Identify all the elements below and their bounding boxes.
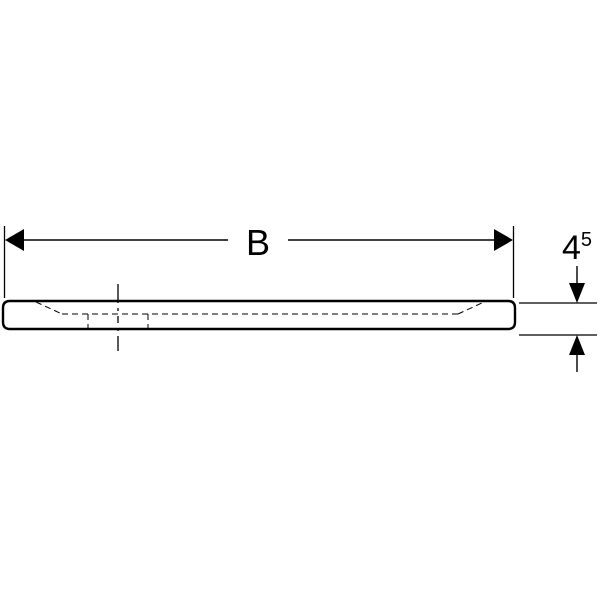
- thickness-arrowhead-bottom: [569, 335, 585, 355]
- plate-outline: [1, 299, 517, 331]
- thickness-label: 45: [562, 229, 592, 267]
- thickness-arrowhead-top: [569, 283, 585, 303]
- thickness-superscript: 5: [581, 229, 592, 251]
- plate-hidden-lines: [35, 301, 485, 328]
- width-label: B: [246, 222, 270, 263]
- thickness-dimension: [519, 266, 597, 372]
- width-dimension: [3, 226, 515, 298]
- width-arrowhead-right: [494, 229, 513, 251]
- width-arrowhead-left: [5, 229, 24, 251]
